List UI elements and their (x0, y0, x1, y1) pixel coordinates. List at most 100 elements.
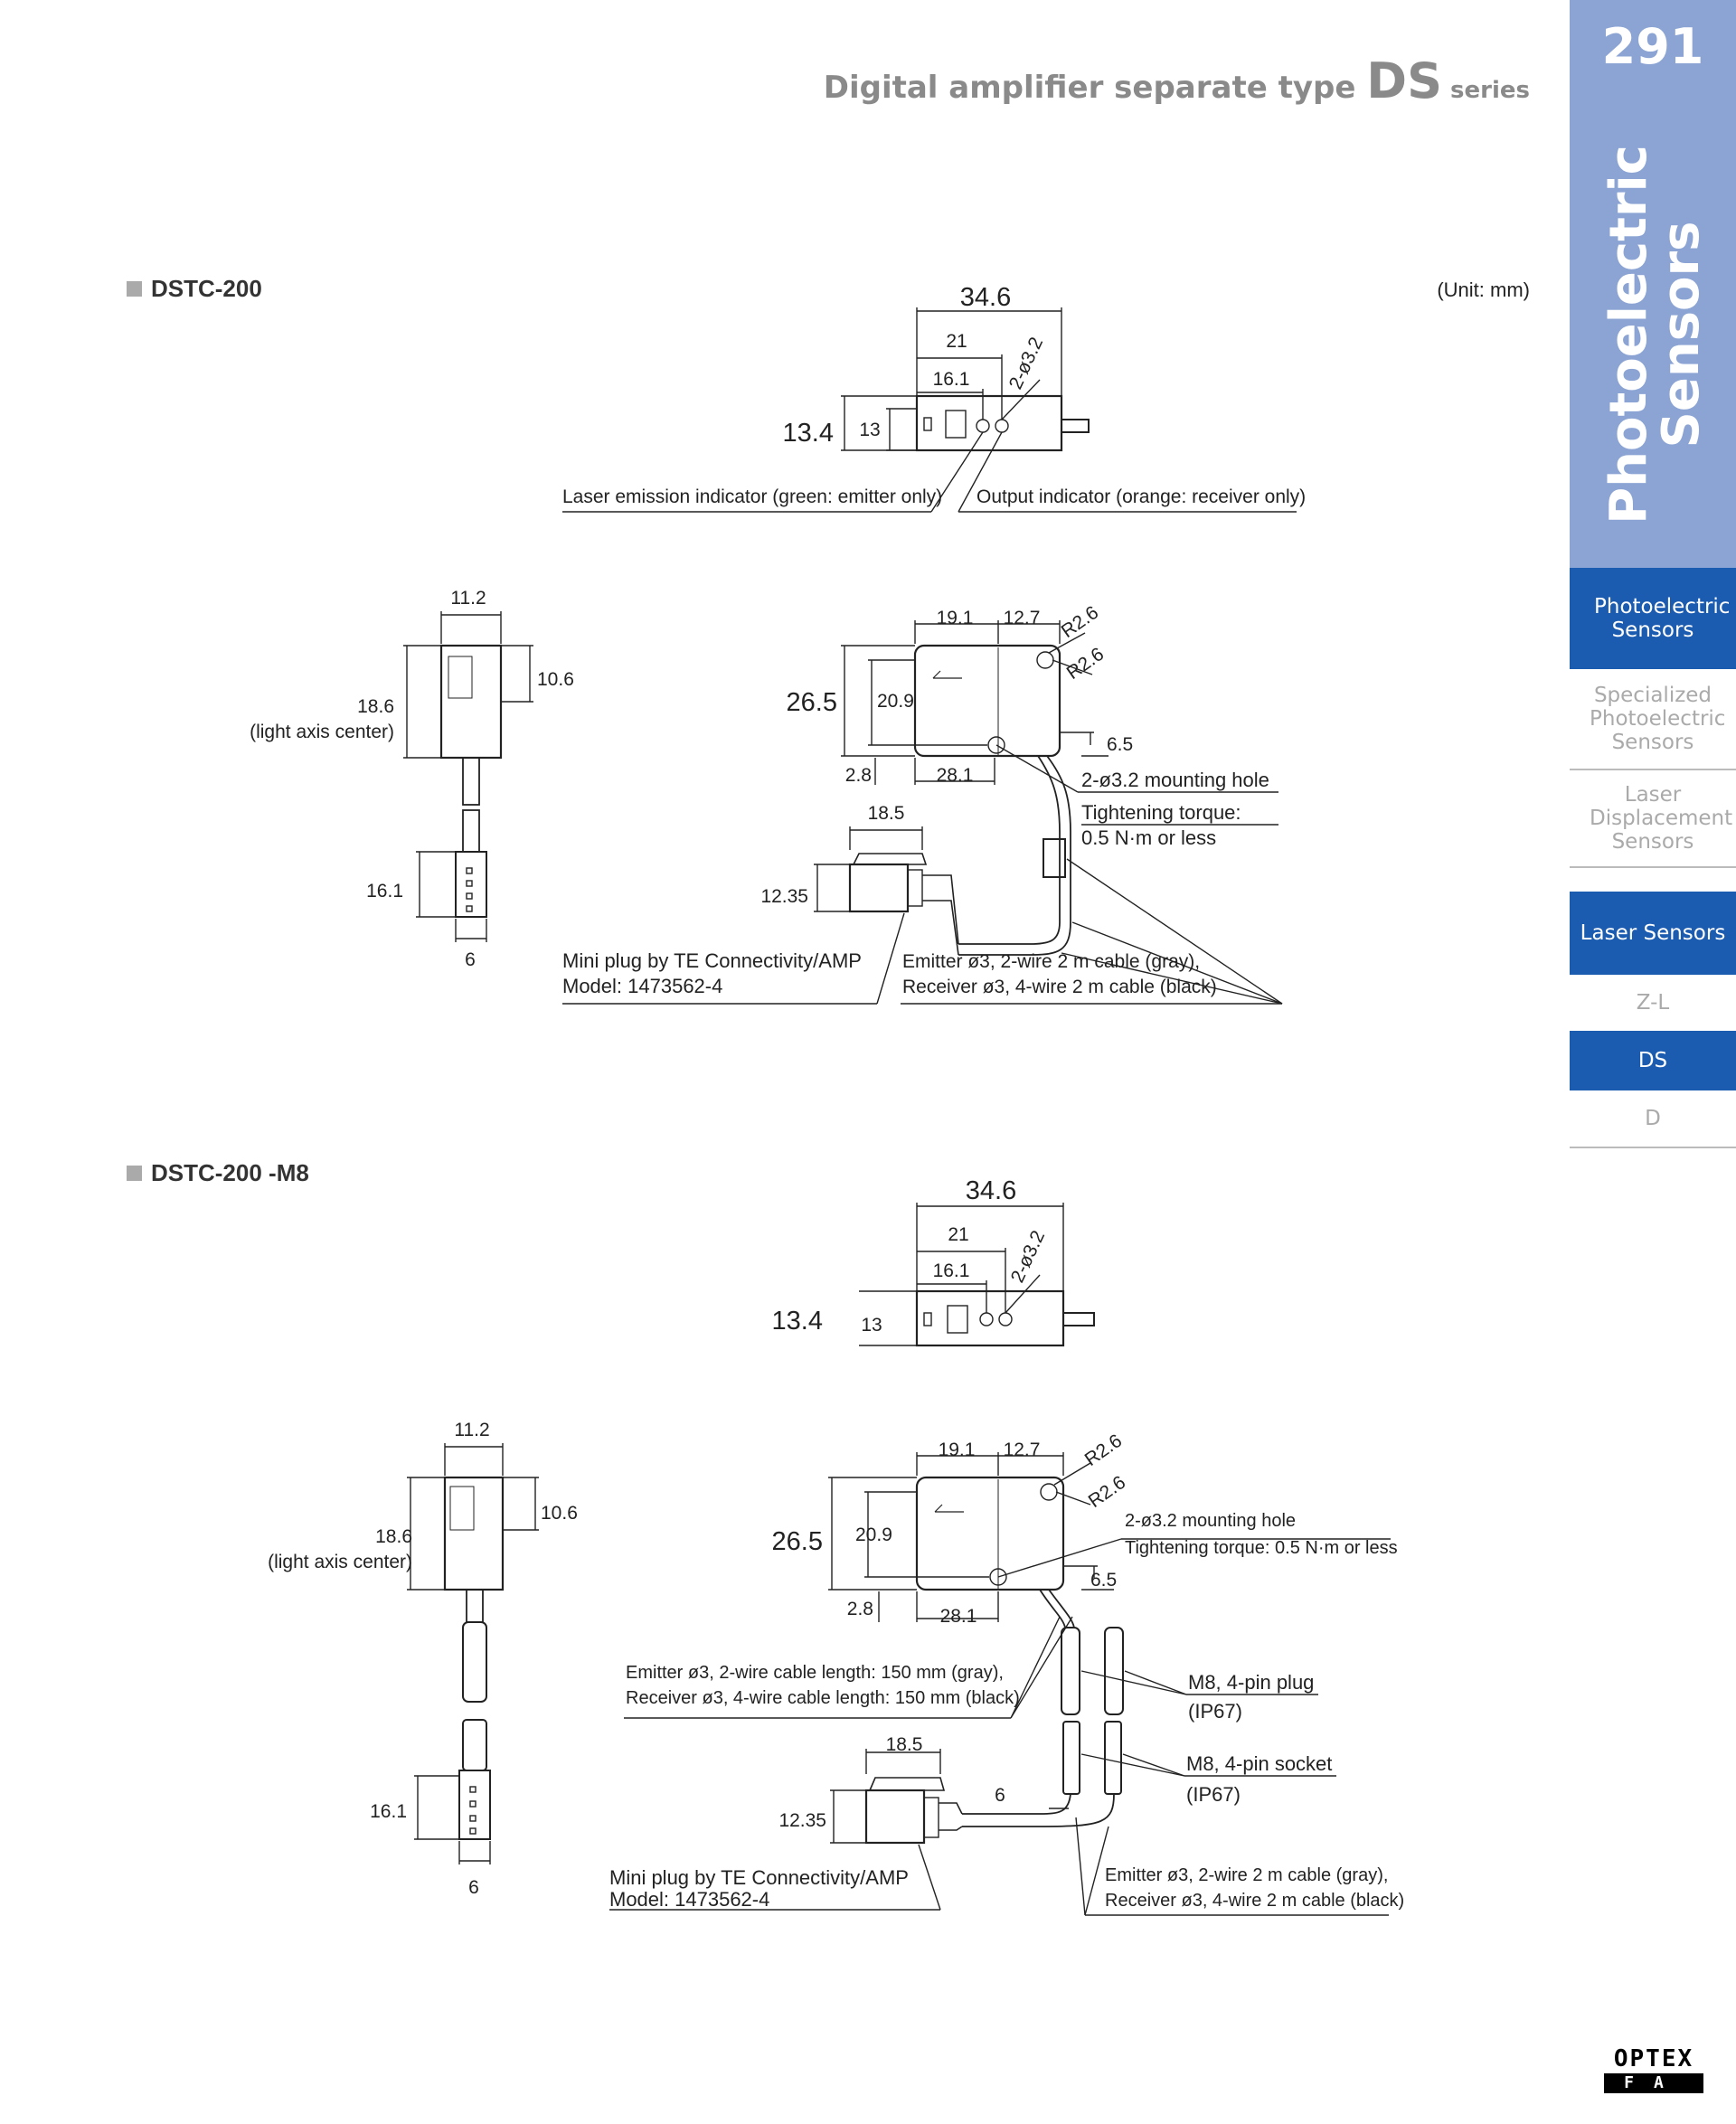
s2-front-dim-r2: R2.6 (1085, 1472, 1130, 1512)
bullet-square-icon (127, 281, 142, 297)
s2-front-dim-plug-len: 18.5 (886, 1734, 923, 1755)
s2-side-dim-width: 11.2 (454, 1420, 489, 1440)
s1-side-dim-plug-len: 16.1 (366, 881, 403, 902)
sidebar-item-specialized-photoelectric[interactable]: Specialized Photoelectric Sensors (1570, 669, 1736, 770)
s1-side-body (439, 644, 503, 760)
page-header-title: Digital amplifier separate type DS serie… (824, 52, 1530, 109)
s1-cable-note-line2: Receiver ø3, 4-wire 2 m cable (black) (902, 977, 1217, 997)
s2-front-dim-plug-h: 12.35 (778, 1810, 826, 1831)
s2-m8-plug-emitter (1061, 1627, 1080, 1715)
s1-plug-note-line2: Model: 1473562-4 (562, 975, 722, 997)
vertical-title-line2: Sensors (1652, 221, 1711, 448)
s1-dim-height-inner: 13 (859, 420, 880, 440)
section-title-dstc-200-m8: DSTC-200 -M8 (127, 1159, 309, 1187)
s1-front-cable (958, 755, 1061, 945)
sidebar-item-photoelectric-sensors[interactable]: Photoelectric Sensors (1570, 568, 1736, 669)
unit-note: (Unit: mm) (1437, 278, 1530, 301)
s1-front-dim-w1: 19.1 (937, 608, 974, 628)
s1-torque-line1: Tightening torque: (1081, 801, 1241, 824)
bullet-square-icon (127, 1166, 142, 1181)
s2-front-dim-h-inner: 20.9 (855, 1525, 892, 1545)
s2-cable-note-line1: Emitter ø3, 2-wire 2 m cable (gray), (1105, 1865, 1388, 1885)
s1-hole-note: 2-ø3.2 mounting hole (1081, 769, 1269, 791)
s1-front-hole-top (1036, 651, 1054, 669)
sidebar-item-laser-sensors[interactable]: Laser Sensors (1570, 892, 1736, 975)
sidebar-item-label: Laser Sensors (1580, 921, 1726, 945)
s2-side-dim-axis-note: (light axis center) (268, 1552, 412, 1572)
sidebar-item-label: Photoelectric Sensors (1594, 595, 1731, 642)
s1-top-hole-1 (976, 419, 990, 433)
s2-dim-total-width: 34.6 (966, 1176, 1016, 1205)
s2-front-view: 19.1 12.7 R2.6 R2.6 26.5 20.9 2.8 28.1 6… (609, 1430, 1404, 1916)
s1-top-hole-2 (995, 419, 1009, 433)
sidebar-item-ds[interactable]: DS (1570, 1031, 1736, 1090)
s1-front-dim-w2: 12.7 (1004, 608, 1041, 628)
s1-side-dim-axis: 18.6 (357, 696, 394, 717)
page-number: 291 (1601, 18, 1704, 75)
s1-front-plug (848, 863, 910, 913)
s2-dim-16-1: 16.1 (933, 1260, 970, 1281)
s2-plug-note-line2: Model: 1473562-4 (609, 1888, 769, 1911)
s2-m8-plug-label: M8, 4-pin plug (1188, 1671, 1314, 1694)
s1-callout-output-indicator: Output indicator (orange: receiver only) (976, 486, 1306, 507)
optex-fa-logo: OPTEX FA (1604, 2047, 1703, 2094)
s1-side-dim-width: 11.2 (450, 588, 486, 609)
header-title-suffix: series (1441, 77, 1530, 104)
s1-front-dim-h-outer: 26.5 (787, 688, 837, 717)
s2-dim-holes: 2-ø3.2 (1007, 1227, 1049, 1286)
s1-front-dim-off-right: 6.5 (1107, 734, 1133, 755)
s2-front-dim-w1: 19.1 (939, 1440, 976, 1460)
s1-front-dim-r2: R2.6 (1063, 644, 1109, 684)
s1-top-slot (923, 417, 932, 431)
s2-m8-plug-ip: (IP67) (1188, 1700, 1242, 1723)
s2-dim-height-inner: 13 (861, 1315, 882, 1336)
s2-top-view: 34.6 21 16.1 2-ø3.2 13.4 13 (772, 1176, 1095, 1347)
s2-dim-21: 21 (948, 1224, 968, 1245)
s2-side-dim-plug-len: 16.1 (370, 1801, 407, 1822)
s1-top-view: 34.6 21 16.1 2-ø3.2 13.4 13 Laser emissi… (562, 283, 1306, 513)
s1-torque-line2: 0.5 N·m or less (1081, 826, 1216, 849)
s2-front-dim-base: 28.1 (940, 1606, 977, 1627)
s2-front-dim-off-small: 2.8 (847, 1599, 873, 1619)
sidebar-item-label: DS (1637, 1049, 1668, 1072)
sidebar-item-d[interactable]: D (1570, 1090, 1736, 1148)
s2-short-cable-line2: Receiver ø3, 4-wire cable length: 150 mm… (626, 1688, 1020, 1708)
s1-top-window (945, 410, 967, 439)
vertical-title-line1: Photoelectric (1599, 145, 1658, 524)
sidebar-item-z-l[interactable]: Z-L (1570, 975, 1736, 1031)
dimension-drawings: 34.6 21 16.1 2-ø3.2 13.4 13 Laser emissi… (250, 283, 1404, 1916)
section-model-name: DSTC-200 (151, 275, 262, 302)
header-title-prefix: Digital amplifier separate type (823, 70, 1367, 106)
header-series-name: DS (1366, 52, 1442, 109)
s2-plug-note-line1: Mini plug by TE Connectivity/AMP (609, 1866, 909, 1889)
s2-short-cable-line1: Emitter ø3, 2-wire cable length: 150 mm … (626, 1663, 1004, 1683)
s1-dim-total-width: 34.6 (960, 283, 1011, 312)
s1-side-dim-depth: 10.6 (537, 669, 574, 690)
s2-m8-socket-receiver (1104, 1721, 1122, 1795)
s1-front-dim-plug-len: 18.5 (868, 803, 905, 824)
s2-front-dim-h-outer: 26.5 (772, 1527, 823, 1556)
s1-plug-note-line1: Mini plug by TE Connectivity/AMP (562, 949, 862, 972)
s2-m8-socket-emitter (1062, 1721, 1080, 1795)
s2-side-dim-depth: 10.6 (541, 1503, 578, 1524)
s2-m8-plug-receiver (1104, 1627, 1124, 1715)
sidebar-item-label: Laser Displacement Sensors (1590, 783, 1733, 854)
s2-m8-socket-label: M8, 4-pin socket (1186, 1752, 1332, 1775)
sidebar-item-label: D (1645, 1107, 1661, 1130)
s1-side-cable-lower (462, 809, 480, 853)
s1-dim-height-outer: 13.4 (783, 419, 834, 448)
s2-cable-note-line2: Receiver ø3, 4-wire 2 m cable (black) (1105, 1891, 1404, 1911)
s1-front-view: 19.1 12.7 R2.6 R2.6 26.5 20.9 2.8 28.1 6… (562, 602, 1283, 1005)
s2-m8-socket-ip: (IP67) (1186, 1783, 1241, 1806)
sidebar-item-laser-displacement[interactable]: Laser Displacement Sensors (1570, 770, 1736, 868)
s1-callout-laser-indicator: Laser emission indicator (green: emitter… (562, 486, 942, 507)
s2-side-dim-plug-w: 6 (468, 1877, 479, 1898)
s1-front-dim-off-small: 2.8 (845, 765, 872, 786)
s1-dim-21: 21 (946, 331, 967, 352)
s1-front-cable-sleeve (1043, 838, 1066, 878)
s2-side-view: 11.2 10.6 18.6 (light axis center) 16.1 … (268, 1420, 578, 1898)
s1-side-cable-upper (462, 757, 480, 806)
sidebar-item-label: Z-L (1636, 991, 1670, 1015)
